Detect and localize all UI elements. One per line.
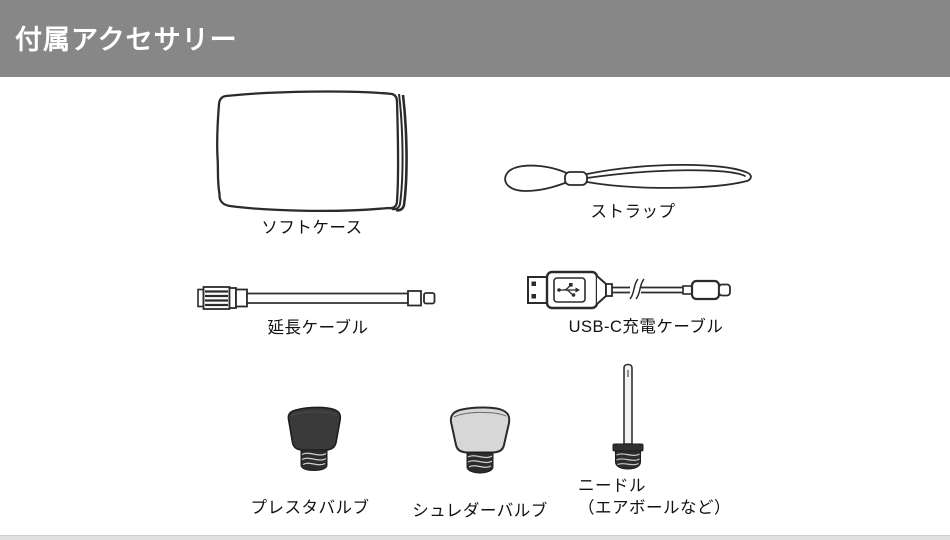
extension-cable-label: 延長ケーブル bbox=[267, 319, 369, 337]
extension-cable-illustration bbox=[197, 286, 436, 310]
section-header: 付属アクセサリー bbox=[0, 0, 950, 77]
needle-label: ニードル （エアボールなど） bbox=[578, 476, 731, 519]
page-bottom-divider bbox=[0, 535, 950, 540]
usb-trident-icon bbox=[557, 283, 580, 297]
presta-valve-illustration bbox=[287, 406, 342, 472]
schrader-valve-label: シュレダーバルブ bbox=[412, 502, 548, 520]
needle-label-line1: ニードル bbox=[578, 477, 646, 495]
needle-label-line2: （エアボールなど） bbox=[578, 498, 731, 517]
section-title: 付属アクセサリー bbox=[15, 25, 238, 55]
strap-label: ストラップ bbox=[590, 203, 676, 221]
soft-case-label: ソフトケース bbox=[261, 219, 363, 237]
soft-case-illustration bbox=[216, 90, 408, 213]
presta-valve-label: プレスタバルブ bbox=[250, 499, 370, 517]
strap-illustration bbox=[504, 163, 752, 192]
schrader-valve-illustration bbox=[449, 406, 511, 474]
usb-c-cable-illustration bbox=[527, 270, 731, 310]
needle-illustration bbox=[612, 363, 644, 470]
usb-c-cable-label: USB-C充電ケーブル bbox=[568, 318, 724, 336]
